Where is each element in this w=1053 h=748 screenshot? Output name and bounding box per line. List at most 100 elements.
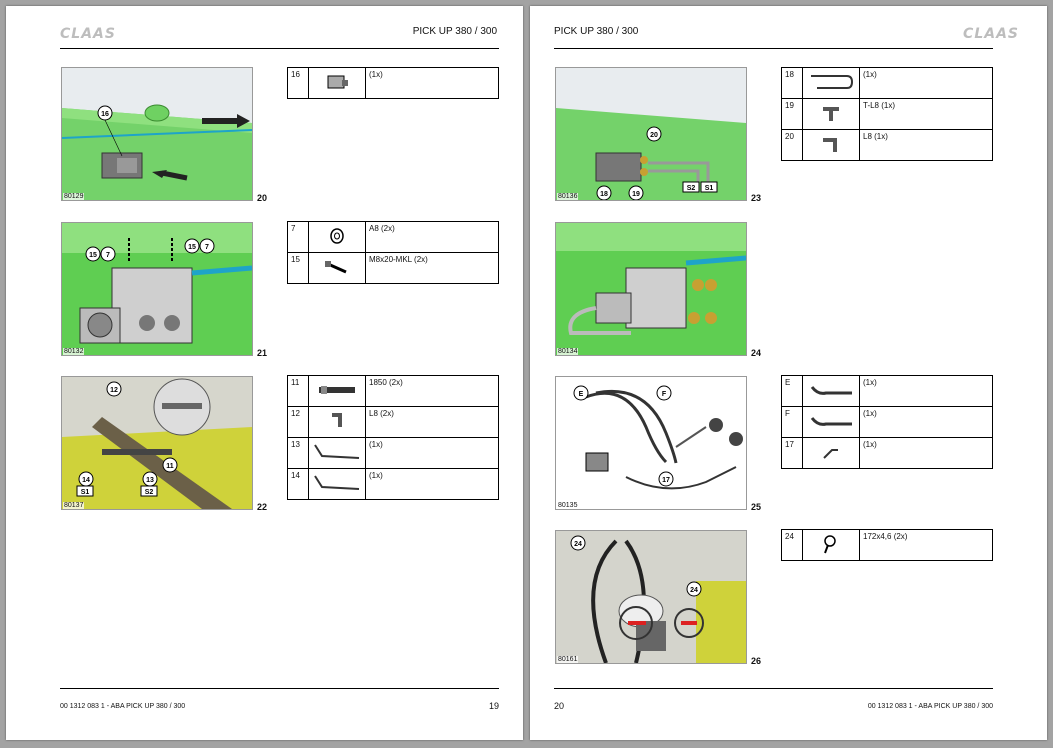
- callout-14: 14: [82, 477, 90, 484]
- callout-19: 19: [632, 191, 640, 198]
- footer-doc: 00 1312 083 1 - ABA PICK UP 380 / 300: [867, 703, 993, 710]
- item-number: 7: [287, 221, 309, 253]
- callout-e: E: [579, 391, 584, 398]
- item-desc: 172x4,6 (2x): [859, 529, 993, 561]
- item-number: 17: [781, 437, 803, 469]
- page-right: PICK UP 380 / 300 CLAAS 20 18 19 S2 S1 8…: [530, 6, 1047, 740]
- callout-20: 20: [650, 132, 658, 139]
- figure-21: 15 7 15 7 80132: [61, 222, 253, 356]
- header-title: PICK UP 380 / 300: [412, 26, 497, 37]
- bent-pipe-icon: [308, 468, 366, 500]
- table-row: 13 (1x): [287, 437, 499, 469]
- hose-icon: [308, 375, 366, 407]
- item-number: 12: [287, 406, 309, 438]
- page-number: 20: [554, 701, 565, 711]
- figure-20: 16 80129: [61, 67, 253, 201]
- item-desc: (1x): [365, 67, 499, 99]
- callout-11: 11: [166, 463, 174, 470]
- parts-table: 7 A8 (2x) 15 M8x20-MKL (2x): [287, 221, 499, 284]
- figure-24-image: [556, 223, 746, 355]
- callout-13: 13: [146, 477, 154, 484]
- table-row: 15 M8x20-MKL (2x): [287, 252, 499, 284]
- footer-rule: [60, 688, 499, 689]
- item-desc: M8x20-MKL (2x): [365, 252, 499, 284]
- parts-table: 11 1850 (2x) 12 L8 (2x) 13 (1x) 14 (1x): [287, 375, 499, 500]
- callout-15: 15: [188, 244, 196, 251]
- callout-15: 15: [89, 252, 97, 259]
- figure-id: 80129: [63, 193, 85, 200]
- table-row: E (1x): [781, 375, 993, 407]
- valve-block-icon: [308, 67, 366, 99]
- bent-pipe-icon: [308, 437, 366, 469]
- item-number: 11: [287, 375, 309, 407]
- item-desc: 1850 (2x): [365, 375, 499, 407]
- item-number: F: [781, 406, 803, 438]
- washer-icon: [308, 221, 366, 253]
- label-s2: S2: [687, 185, 696, 192]
- cable-icon: [802, 437, 860, 469]
- item-desc: L8 (1x): [859, 129, 993, 161]
- item-number: E: [781, 375, 803, 407]
- label-s2: S2: [145, 489, 154, 496]
- table-row: 20 L8 (1x): [781, 129, 993, 161]
- callout-7: 7: [205, 244, 209, 251]
- table-row: 16 (1x): [287, 67, 499, 99]
- figure-26-image: 24 24: [556, 531, 746, 663]
- figure-number: 24: [751, 348, 762, 358]
- header-rule: [60, 48, 499, 49]
- callout-7: 7: [106, 252, 110, 259]
- header-title: PICK UP 380 / 300: [554, 26, 639, 37]
- figure-id: 80132: [63, 348, 85, 355]
- callout-24: 24: [574, 541, 582, 548]
- hose-end-icon: [802, 375, 860, 407]
- table-row: 18 (1x): [781, 67, 993, 99]
- figure-number: 20: [257, 193, 268, 203]
- item-number: 13: [287, 437, 309, 469]
- bolt-icon: [308, 252, 366, 284]
- item-number: 15: [287, 252, 309, 284]
- table-row: 11 1850 (2x): [287, 375, 499, 407]
- callout-12: 12: [110, 387, 118, 394]
- header-rule: [554, 48, 993, 49]
- parts-table: 16 (1x): [287, 67, 499, 99]
- elbow-fitting-icon: [802, 129, 860, 161]
- label-s1: S1: [705, 185, 714, 192]
- item-desc: (1x): [365, 437, 499, 469]
- figure-25-image: E F 17: [556, 377, 746, 509]
- page-left: CLAAS PICK UP 380 / 300 16 80129 20: [6, 6, 523, 740]
- figure-id: 80134: [557, 348, 579, 355]
- item-desc: (1x): [859, 67, 993, 99]
- figure-number: 25: [751, 502, 762, 512]
- figure-23: 20 18 19 S2 S1 80136: [555, 67, 747, 201]
- page-number: 19: [488, 701, 499, 711]
- label-s1: S1: [81, 489, 90, 496]
- figure-id: 80137: [63, 502, 85, 509]
- footer-doc: 00 1312 083 1 - ABA PICK UP 380 / 300: [60, 703, 186, 710]
- item-desc: (1x): [859, 437, 993, 469]
- elbow-fitting-icon: [308, 406, 366, 438]
- figure-23-image: 20 18 19 S2 S1: [556, 68, 746, 200]
- figure-25: E F 17 80135: [555, 376, 747, 510]
- figure-26: 24 24 80161: [555, 530, 747, 664]
- table-row: 17 (1x): [781, 437, 993, 469]
- item-number: 16: [287, 67, 309, 99]
- item-desc: (1x): [365, 468, 499, 500]
- item-number: 14: [287, 468, 309, 500]
- item-desc: T-L8 (1x): [859, 98, 993, 130]
- table-row: 24 172x4,6 (2x): [781, 529, 993, 561]
- item-number: 24: [781, 529, 803, 561]
- item-desc: (1x): [859, 406, 993, 438]
- table-row: 7 A8 (2x): [287, 221, 499, 253]
- figure-id: 80136: [557, 193, 579, 200]
- table-row: 14 (1x): [287, 468, 499, 500]
- figure-20-image: 16: [62, 68, 252, 200]
- claas-logo: CLAAS: [963, 26, 1019, 42]
- item-desc: A8 (2x): [365, 221, 499, 253]
- item-number: 19: [781, 98, 803, 130]
- item-number: 18: [781, 67, 803, 99]
- figure-number: 21: [257, 348, 268, 358]
- figure-number: 26: [751, 656, 762, 666]
- figure-22: 12 11 14 13 S1 S2 80137: [61, 376, 253, 510]
- table-row: 12 L8 (2x): [287, 406, 499, 438]
- figure-22-image: 12 11 14 13 S1 S2: [62, 377, 252, 509]
